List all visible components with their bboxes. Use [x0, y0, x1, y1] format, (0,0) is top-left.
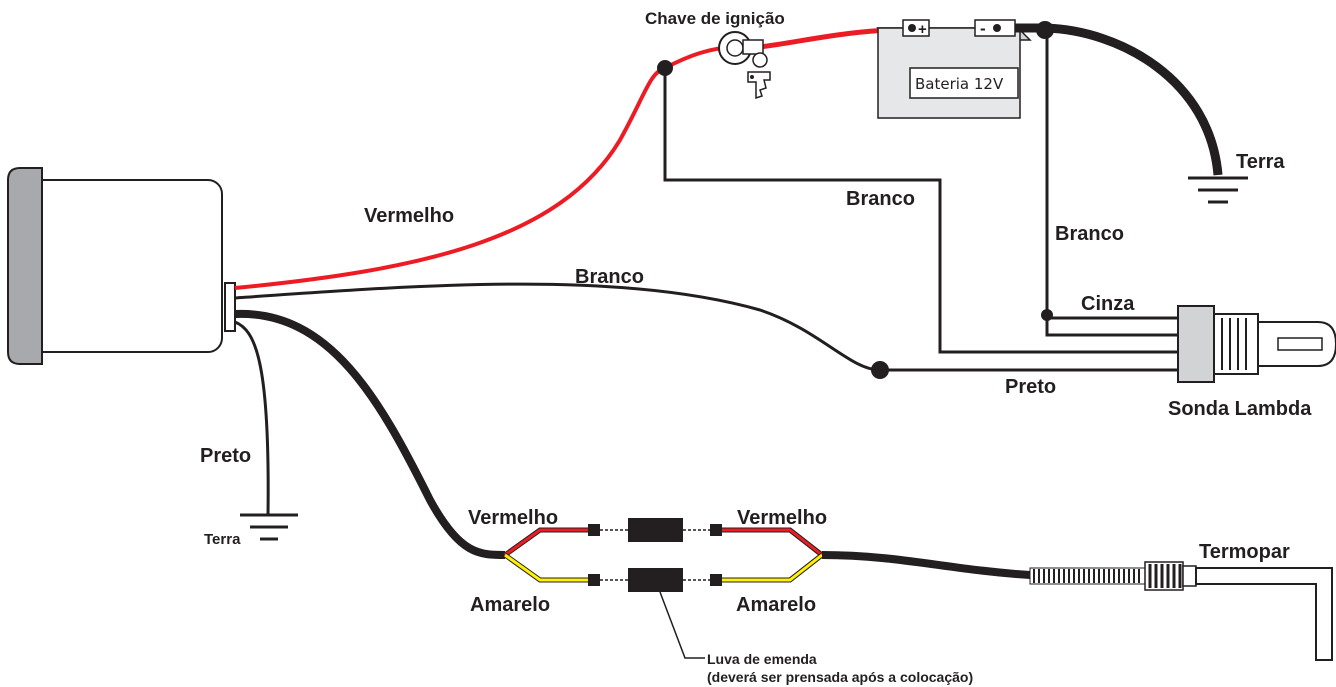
- battery-label: Bateria 12V: [915, 75, 1004, 93]
- label-red-left: Vermelho: [468, 507, 558, 529]
- pin-yellow-left: [588, 574, 600, 586]
- label-yellow-left: Amarelo: [470, 594, 550, 616]
- yellow-wire-left-outline: [503, 552, 588, 583]
- ground-symbol-top: [1188, 176, 1248, 204]
- label-lambda-sensor: Sonda Lambda: [1168, 398, 1312, 420]
- pin-red-left: [588, 524, 600, 536]
- thermocouple-collar: [1182, 565, 1197, 587]
- battery-label-box: [909, 67, 1019, 99]
- junction-black-sensor: [871, 361, 889, 379]
- splice-red: [628, 518, 683, 542]
- splice-pointer: [659, 591, 705, 659]
- pin-red-right: [710, 524, 722, 536]
- yellow-wire-left: [504, 553, 588, 582]
- white-wire-ground: [1045, 30, 1180, 337]
- junction-red: [657, 60, 673, 76]
- label-red-right: Vermelho: [737, 507, 827, 529]
- label-ground-top: Terra: [1236, 151, 1285, 173]
- thermocouple-cable-right: [821, 551, 1031, 579]
- battery: Bateria 12V + -: [876, 19, 1032, 119]
- red-wire-main: [234, 66, 666, 290]
- negative-sign: -: [980, 19, 986, 38]
- sensor-thread: [1213, 313, 1259, 375]
- label-gray: Cinza: [1081, 293, 1135, 315]
- label-white-ground: Branco: [1055, 223, 1124, 245]
- label-black-sensor: Preto: [1005, 376, 1056, 398]
- battery-ground-wire: [1015, 23, 1223, 176]
- pin-yellow-right: [710, 574, 722, 586]
- label-red-main: Vermelho: [364, 205, 454, 227]
- label-white-ignition: Branco: [846, 188, 915, 210]
- label-black-ground: Preto: [200, 445, 251, 467]
- lambda-sensor: [1177, 305, 1336, 383]
- ground-symbol-left: [240, 513, 298, 541]
- thermocouple-cable: [234, 309, 506, 559]
- sensor-collar: [1177, 305, 1215, 383]
- yellow-wire-right: [722, 553, 823, 582]
- black-wire-ground-left: [234, 320, 270, 516]
- positive-sign: +: [918, 21, 927, 38]
- negative-terminal-bolt: [993, 24, 1001, 32]
- junction-battery-neg: [1036, 21, 1054, 39]
- white-wire-ignition: [663, 68, 1180, 354]
- label-ground-left: Terra: [204, 531, 241, 548]
- label-yellow-right: Amarelo: [736, 594, 816, 616]
- label-ignition-key: Chave de ignição: [645, 9, 785, 28]
- positive-terminal-bolt: [908, 24, 916, 32]
- gauge-bezel: [7, 167, 43, 365]
- gauge-body: [21, 179, 223, 353]
- red-wire-left: [504, 528, 588, 557]
- thermocouple-probe: [1195, 567, 1333, 661]
- gauge-connector: [224, 282, 236, 332]
- label-white-gauge: Branco: [575, 266, 644, 288]
- key-blade: [747, 71, 771, 100]
- red-wire-right: [722, 528, 823, 557]
- white-wire-gauge: [234, 282, 881, 372]
- key-ring: [752, 52, 768, 68]
- label-splice-line1: Luva de emenda: [707, 651, 817, 667]
- gauge: [7, 167, 236, 365]
- splice-yellow: [628, 568, 683, 592]
- label-splice-line2: (deverá ser prensada após a colocação): [707, 669, 973, 685]
- ignition-key: [718, 31, 771, 100]
- red-wire-left-outline: [503, 527, 588, 558]
- spring-coils: [1033, 569, 1140, 583]
- label-thermocouple: Termopar: [1199, 541, 1290, 563]
